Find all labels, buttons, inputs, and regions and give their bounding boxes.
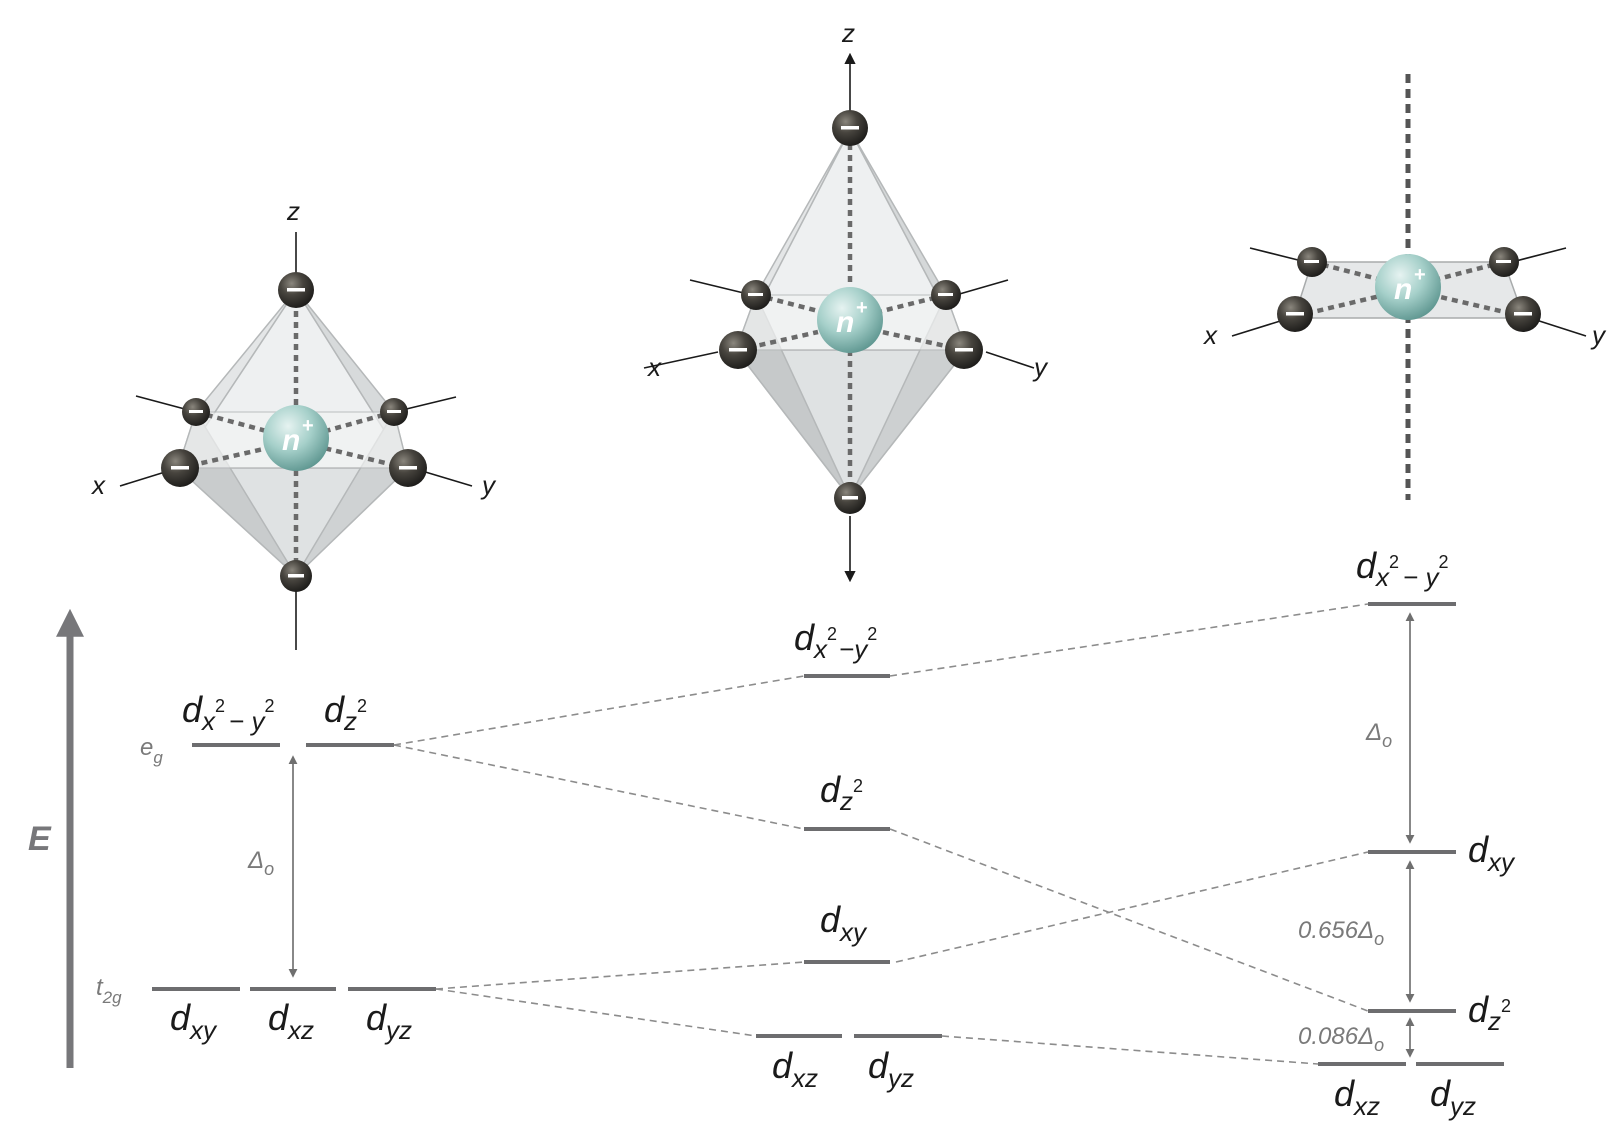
- orbital-dz2-label: dz2: [820, 769, 863, 816]
- tetragonal-levels: dx2−y2 dz2 dxy dxz dyz: [756, 617, 942, 1093]
- ligand: [182, 398, 210, 426]
- z-axis-label: z: [841, 18, 855, 48]
- orbital-dxy-label: dxy: [820, 899, 868, 947]
- orbital-dxz-label: dxz: [268, 997, 314, 1045]
- x-axis-label: x: [646, 352, 662, 382]
- ligand: [832, 110, 868, 146]
- metal-ion: [263, 405, 329, 471]
- y-axis-label: y: [1590, 320, 1607, 350]
- gap-0656-label: 0.656Δo: [1298, 917, 1384, 949]
- orbital-dyz-label: dyz: [366, 997, 412, 1045]
- svg-text:n: n: [1394, 273, 1412, 306]
- square-planar-complex: n + x y: [1202, 74, 1607, 500]
- orbital-dz2-label: dz2: [324, 689, 367, 736]
- metal-ion: [1375, 254, 1441, 320]
- svg-text:n: n: [282, 424, 300, 457]
- orbital-dz2-label: dz2: [1468, 989, 1511, 1036]
- ligand: [931, 280, 961, 310]
- y-axis-label: y: [480, 470, 497, 500]
- ligand: [834, 482, 866, 514]
- orbital-dxy-label: dxy: [170, 997, 218, 1045]
- orbital-dx2-y2-label: dx2− y2: [182, 689, 274, 736]
- tetragonal-complex: n + x y z: [643, 18, 1049, 583]
- ligand: [389, 449, 427, 487]
- svg-text:n: n: [836, 306, 854, 339]
- ligand: [1489, 247, 1519, 277]
- x-axis-label: x: [90, 470, 106, 500]
- metal-ion: [817, 287, 883, 353]
- orbital-dx2-y2-label: dx2− y2: [1356, 545, 1448, 592]
- delta-o-label: Δo: [247, 847, 274, 879]
- orbital-dyz-label: dyz: [1430, 1073, 1476, 1121]
- y-axis-label: y: [1032, 352, 1049, 382]
- ligand: [1505, 296, 1541, 332]
- ligand: [161, 449, 199, 487]
- gap-0086-label: 0.086Δo: [1298, 1023, 1384, 1055]
- ligand: [280, 560, 312, 592]
- orbital-dx2-y2-label: dx2−y2: [794, 617, 877, 664]
- t2g-label: t2g: [96, 974, 122, 1007]
- orbital-dyz-label: dyz: [868, 1045, 914, 1093]
- x-axis-label: x: [1202, 320, 1218, 350]
- energy-axis-label: E: [28, 820, 52, 858]
- energy-axis: E: [28, 608, 84, 1068]
- octahedral-levels: eg t2g Δo dx2− y2 dz2 dxy dxz dyz: [96, 689, 436, 1045]
- z-axis-label: z: [286, 196, 300, 226]
- ligand: [719, 331, 757, 369]
- eg-label: eg: [140, 734, 163, 767]
- octahedral-complex: n + x y z: [90, 196, 497, 650]
- svg-text:+: +: [302, 415, 314, 437]
- correlation-lines: [393, 603, 1369, 1065]
- svg-text:+: +: [856, 297, 868, 319]
- svg-text:+: +: [1414, 264, 1426, 286]
- orbital-dxz-label: dxz: [1334, 1073, 1380, 1121]
- ligand: [945, 331, 983, 369]
- ligand: [741, 280, 771, 310]
- ligand: [1297, 247, 1327, 277]
- ligand: [278, 272, 314, 308]
- delta-o-label: Δo: [1365, 719, 1392, 751]
- ligand: [1277, 296, 1313, 332]
- ligand: [380, 398, 408, 426]
- orbital-dxz-label: dxz: [772, 1045, 818, 1093]
- orbital-dxy-label: dxy: [1468, 829, 1516, 877]
- square-planar-levels: Δo 0.656Δo 0.086Δo dx2− y2 dxy dz2 dxz d…: [1298, 545, 1516, 1121]
